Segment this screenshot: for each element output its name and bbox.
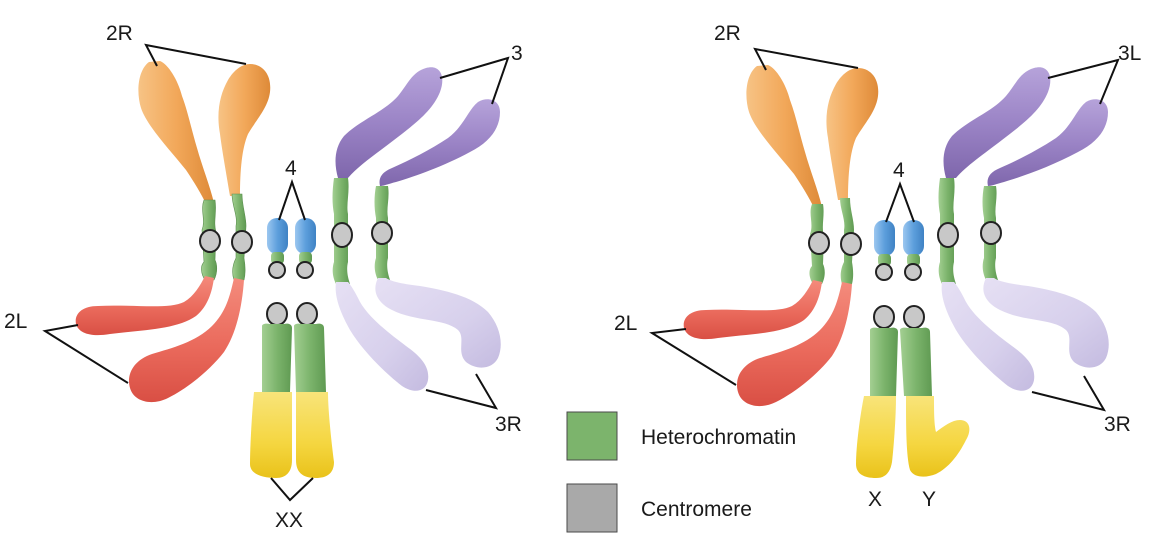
male-chr2-chromatid-b — [736, 68, 879, 407]
male-4-centromere-b — [904, 263, 922, 281]
female-4-arm-b — [295, 218, 316, 254]
female-x-centromere-a — [266, 302, 288, 326]
female-4-heterochromatin-a — [271, 252, 284, 264]
male-y-heterochromatin — [900, 327, 932, 396]
female-xx-leader — [270, 477, 314, 502]
male-3L-label: 3L — [1118, 42, 1141, 65]
female-4-label: 4 — [285, 157, 297, 180]
female-chr3-chromatid-a — [331, 67, 443, 391]
female-xx-label: XX — [275, 509, 303, 532]
female-2L-label: 2L — [4, 310, 27, 333]
female-3R-label: 3R — [495, 413, 522, 436]
male-2L-label: 2L — [614, 312, 637, 335]
male-4-heterochromatin-b — [907, 254, 920, 266]
female-chr3-chromatid-b — [371, 99, 501, 368]
male-3L-arm-b — [987, 99, 1108, 186]
male-2R-arm-a — [746, 65, 822, 208]
female-4-centromere-b — [296, 261, 314, 279]
male-2L-arm-a — [683, 280, 822, 340]
female-chr2-chromatid-b — [128, 64, 271, 403]
female-2-centromere-b — [231, 230, 253, 254]
legend-heterochromatin-label: Heterochromatin — [641, 426, 796, 449]
male-3L-arm-a — [943, 67, 1051, 178]
male-2R-leader — [753, 47, 859, 71]
female-2R-leader — [144, 43, 247, 67]
male-2-centromere-a — [808, 231, 830, 255]
male-4-label: 4 — [893, 159, 905, 182]
female-3R-leader — [425, 373, 499, 410]
male-x-centromere — [873, 305, 895, 329]
male-xy-pair — [856, 305, 970, 478]
male-chr2-chromatid-a — [683, 65, 830, 340]
female-3L-arm-a — [335, 67, 443, 178]
male-3R-arm-b — [983, 278, 1109, 368]
male-3R-arm-a — [941, 282, 1035, 391]
heterochromatin-swatch — [566, 411, 618, 461]
male-3-centromere-b — [980, 221, 1002, 245]
male-y-centromere — [903, 305, 925, 329]
female-2L-leader — [42, 324, 129, 384]
female-4-heterochromatin-b — [299, 252, 312, 264]
male-2L-leader — [649, 328, 737, 386]
male-2-centromere-b — [840, 232, 862, 256]
male-2L-arm-b — [736, 282, 852, 407]
female-3R-arm-a — [335, 282, 429, 391]
female-leader-lines — [42, 43, 510, 502]
female-x-heterochromatin-a — [262, 323, 292, 392]
male-y-label: Y — [922, 488, 936, 511]
female-x-euchromatin-a — [250, 392, 292, 478]
female-2R-arm-a — [138, 61, 214, 204]
male-3R-leader — [1031, 375, 1107, 412]
female-x-pair — [250, 302, 334, 478]
female-karyotype: 2R 2L 3 3R 4 XX — [4, 22, 523, 532]
female-3-leader — [439, 56, 510, 105]
female-2-centromere-a — [199, 229, 221, 253]
male-chr4-pair — [874, 220, 924, 281]
male-x-heterochromatin — [870, 327, 898, 396]
male-2R-label: 2R — [714, 22, 741, 45]
male-4-centromere-a — [875, 263, 893, 281]
female-3-label: 3 — [511, 42, 523, 65]
male-2R-arm-b — [826, 68, 879, 200]
female-4-centromere-a — [268, 261, 286, 279]
female-chr2-chromatid-a — [75, 61, 221, 336]
legend-centromere-label: Centromere — [641, 498, 752, 521]
male-4-arm-b — [903, 220, 924, 256]
female-3L-arm-b — [379, 99, 500, 186]
male-x-label: X — [868, 488, 882, 511]
female-2L-arm-a — [75, 276, 214, 336]
male-leader-lines — [649, 47, 1120, 412]
male-chr3-chromatid-a — [937, 67, 1051, 391]
female-4-arm-a — [267, 218, 288, 254]
female-3-centromere-a — [331, 222, 353, 248]
male-y-chromosome-arm — [906, 396, 970, 477]
female-x-euchromatin-b — [296, 392, 334, 478]
male-4-arm-a — [874, 220, 895, 256]
female-chr4-pair — [267, 218, 316, 279]
male-karyotype: 2R 2L 3L 3R 4 X Y — [614, 22, 1141, 511]
male-4-leader — [885, 181, 915, 223]
female-x-heterochromatin-b — [294, 323, 326, 392]
female-2L-arm-b — [128, 278, 244, 403]
female-2R-arm-b — [218, 64, 271, 196]
male-3-centromere-a — [937, 222, 959, 248]
female-4-leader — [278, 178, 306, 221]
male-4-heterochromatin-a — [878, 254, 891, 266]
female-x-centromere-b — [296, 302, 318, 326]
centromere-swatch — [566, 483, 618, 533]
female-3R-arm-b — [375, 278, 501, 368]
male-3R-label: 3R — [1104, 413, 1131, 436]
male-3L-leader — [1047, 58, 1120, 105]
female-2R-label: 2R — [106, 22, 133, 45]
female-3-centromere-b — [371, 221, 393, 245]
legend: Heterochromatin Centromere — [566, 411, 796, 533]
male-chr3-chromatid-b — [980, 99, 1109, 368]
male-x-euchromatin — [856, 396, 896, 478]
